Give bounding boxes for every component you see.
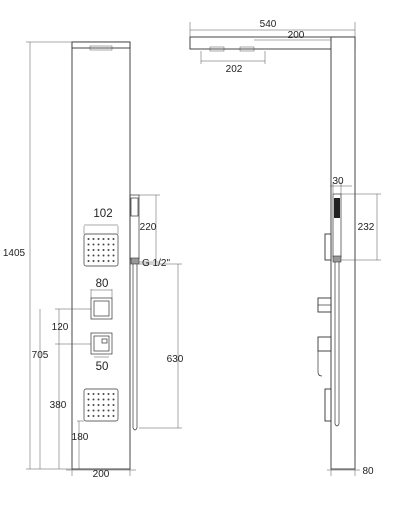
nozzle-dot: [97, 260, 100, 262]
dim-top-length: 540: [260, 19, 277, 30]
side-rain-nozzle-left: [209, 46, 225, 52]
dim-body-jet-width: 102: [93, 208, 112, 220]
nozzle-dot: [107, 398, 110, 401]
nozzle-dot: [102, 254, 105, 257]
nozzle-dot: [107, 393, 110, 395]
nozzle-dot: [107, 243, 110, 246]
nozzle-dot: [112, 404, 115, 406]
nozzle-dot: [112, 238, 115, 240]
nozzle-dot: [112, 260, 115, 262]
nozzle-dot: [92, 243, 95, 246]
hand-shower-front: [129, 194, 140, 265]
dim-height-705: 705: [32, 350, 49, 361]
side-valve-top: [317, 297, 332, 313]
nozzle-dot: [112, 249, 115, 251]
shower-hose-side: [334, 262, 340, 427]
body-jet-lower: [83, 388, 119, 422]
nozzle-dot: [92, 238, 95, 240]
nozzle-dot: [112, 398, 115, 401]
nozzle-dot: [92, 249, 95, 251]
nozzle-dot: [87, 238, 90, 240]
nozzle-dot: [87, 254, 90, 257]
side-view: 540 200 202 30 232: [189, 19, 381, 477]
valve-square-top: [90, 297, 113, 320]
nozzle-dot: [97, 415, 100, 417]
nozzle-dot: [112, 254, 115, 257]
dim-rain-head-width: 202: [226, 64, 243, 75]
nozzle-dot: [112, 243, 115, 246]
dim-arm-width: 200: [288, 30, 305, 41]
nozzle-dot: [87, 398, 90, 401]
side-panel-body: [330, 36, 356, 470]
dim-height-380: 380: [50, 400, 67, 411]
nozzle-dot: [97, 249, 100, 251]
nozzle-dot: [102, 404, 105, 406]
valve-square-bottom: [90, 332, 113, 355]
nozzle-dot: [102, 398, 105, 401]
dim-hand-shower-width: 30: [332, 176, 344, 187]
nozzle-dot: [92, 398, 95, 401]
dim-panel-width: 200: [93, 469, 110, 480]
dim-valve-spacing: 120: [52, 322, 69, 333]
nozzle-dot: [97, 404, 100, 406]
nozzle-dot: [87, 393, 90, 395]
nozzle-dot: [97, 254, 100, 257]
body-jet-upper: [83, 233, 119, 267]
nozzle-dot: [87, 415, 90, 417]
nozzle-dot: [102, 409, 105, 412]
dim-hose-length: 630: [167, 354, 184, 365]
dim-total-height: 1405: [3, 248, 26, 259]
nozzle-dot: [87, 404, 90, 406]
front-rain-head: [89, 45, 113, 51]
nozzle-dot: [87, 249, 90, 251]
nozzle-dot: [107, 260, 110, 262]
nozzle-dot: [92, 415, 95, 417]
nozzle-dot: [92, 393, 95, 395]
side-valve-bottom: [317, 336, 332, 377]
dim-valve-width-top: 80: [96, 278, 109, 290]
front-panel-body: [71, 41, 131, 470]
nozzle-dot: [107, 254, 110, 257]
nozzle-dot: [97, 238, 100, 240]
nozzle-dot: [92, 409, 95, 412]
nozzle-dot: [107, 249, 110, 251]
nozzle-dot: [112, 409, 115, 412]
nozzle-dot: [107, 238, 110, 240]
dim-valve-width-bottom: 50: [96, 361, 109, 373]
nozzle-dot: [92, 254, 95, 257]
nozzle-dot: [102, 393, 105, 395]
dim-hand-shower-height: 220: [140, 222, 157, 233]
nozzle-dot: [112, 415, 115, 417]
dim-depth: 80: [362, 466, 374, 477]
hand-shower-side: [332, 193, 342, 263]
nozzle-dot: [92, 404, 95, 406]
side-rain-nozzle-right: [239, 46, 255, 52]
nozzle-dot: [102, 243, 105, 246]
shower-hose-front: [132, 264, 138, 431]
nozzle-dot: [97, 398, 100, 401]
side-jet-lower: [324, 388, 332, 422]
nozzle-dot: [107, 404, 110, 406]
nozzle-dot: [107, 409, 110, 412]
nozzle-dot: [87, 260, 90, 262]
nozzle-dot: [97, 243, 100, 246]
nozzle-dot: [92, 260, 95, 262]
label-connection: G 1/2": [142, 258, 170, 269]
dim-height-180: 180: [72, 432, 89, 443]
nozzle-dot: [97, 393, 100, 395]
nozzle-dot: [102, 415, 105, 417]
nozzle-dot: [102, 249, 105, 251]
front-panel-cap: [71, 41, 131, 49]
nozzle-dot: [97, 409, 100, 412]
nozzle-dot: [87, 243, 90, 246]
front-view: 1405 200 102 220 G 1/2" 80 50 120 7: [3, 41, 184, 480]
side-jet-upper: [324, 233, 332, 261]
nozzle-dot: [112, 393, 115, 395]
nozzle-dot: [102, 260, 105, 262]
dim-hand-shower-height-side: 232: [358, 222, 375, 233]
nozzle-dot: [107, 415, 110, 417]
nozzle-dot: [87, 409, 90, 412]
nozzle-dot: [102, 238, 105, 240]
